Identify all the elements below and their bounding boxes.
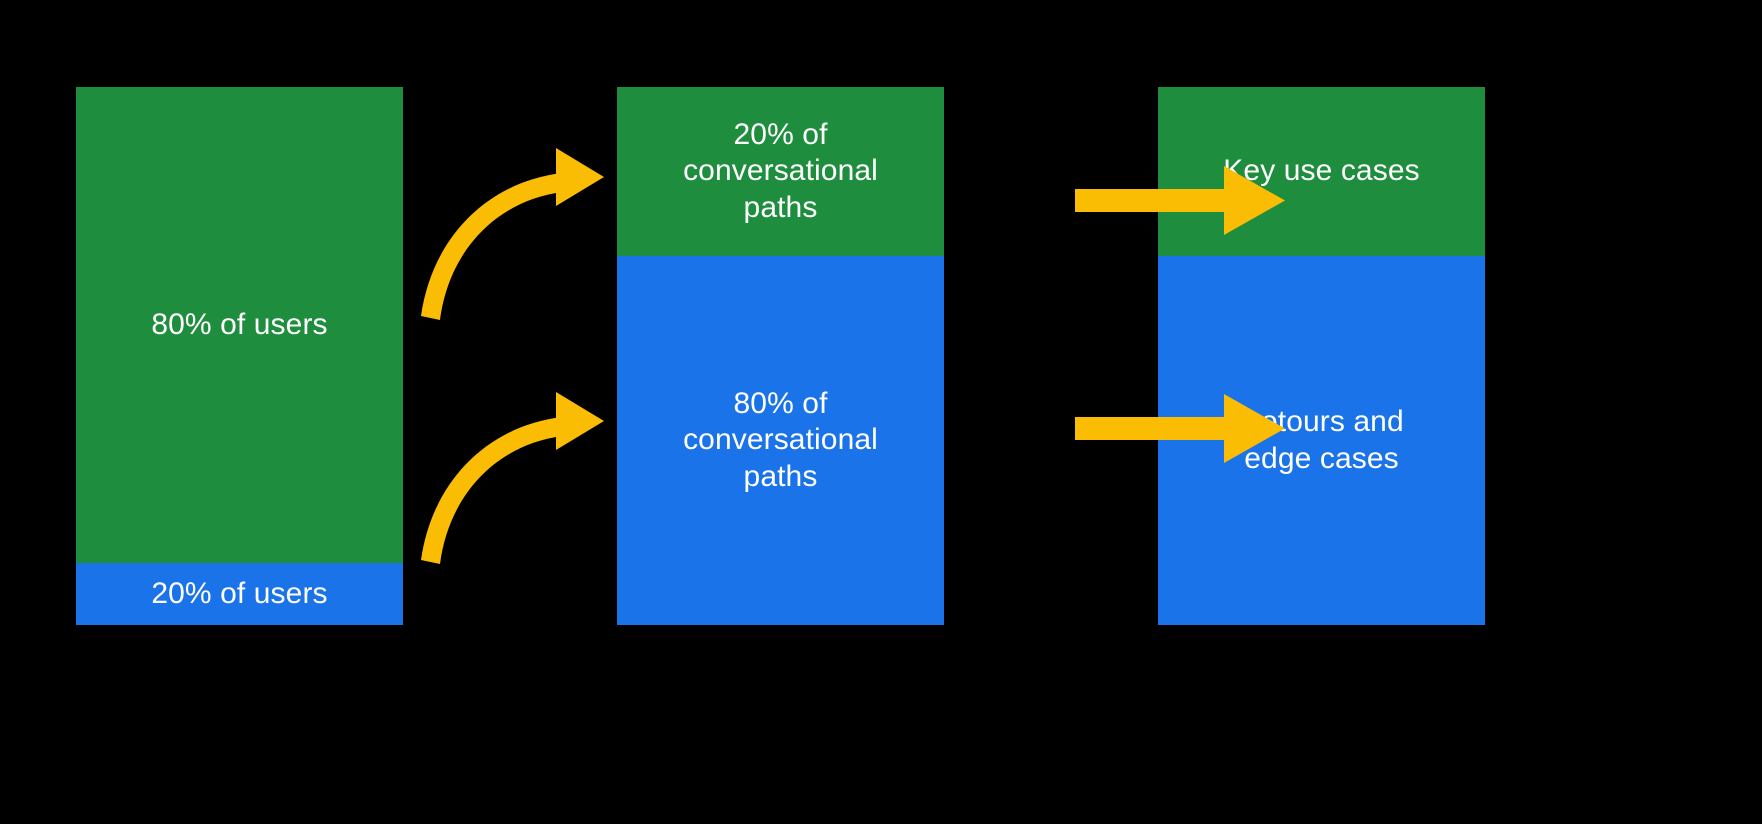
segment-paths-few-label: 20% of conversational paths bbox=[683, 117, 878, 224]
arrow-paths-few-to-key-use-cases[interactable] bbox=[1070, 170, 1290, 230]
arrow-users-majority-to-paths-few[interactable] bbox=[408, 150, 608, 330]
segment-key-use-cases[interactable]: Key use cases bbox=[1158, 87, 1485, 256]
segment-users-majority-label: 80% of users bbox=[151, 307, 328, 341]
arrow-paths-many-to-detours[interactable] bbox=[1070, 398, 1290, 458]
column-conversational-paths: 20% of conversational paths 80% of conve… bbox=[617, 87, 944, 625]
segment-paths-many[interactable]: 80% of conversational paths bbox=[617, 256, 944, 625]
segment-detours-edge-cases[interactable]: Detours and edge cases bbox=[1158, 256, 1485, 625]
segment-users-minority[interactable]: 20% of users bbox=[76, 563, 403, 625]
segment-paths-many-label: 80% of conversational paths bbox=[683, 386, 878, 493]
column-users: 80% of users 20% of users bbox=[76, 87, 403, 625]
segment-users-minority-label: 20% of users bbox=[151, 576, 328, 610]
column-use-cases: Key use cases Detours and edge cases bbox=[1158, 87, 1485, 625]
segment-users-majority[interactable]: 80% of users bbox=[76, 87, 403, 563]
arrow-users-minority-to-paths-many[interactable] bbox=[408, 375, 608, 565]
segment-paths-few[interactable]: 20% of conversational paths bbox=[617, 87, 944, 256]
